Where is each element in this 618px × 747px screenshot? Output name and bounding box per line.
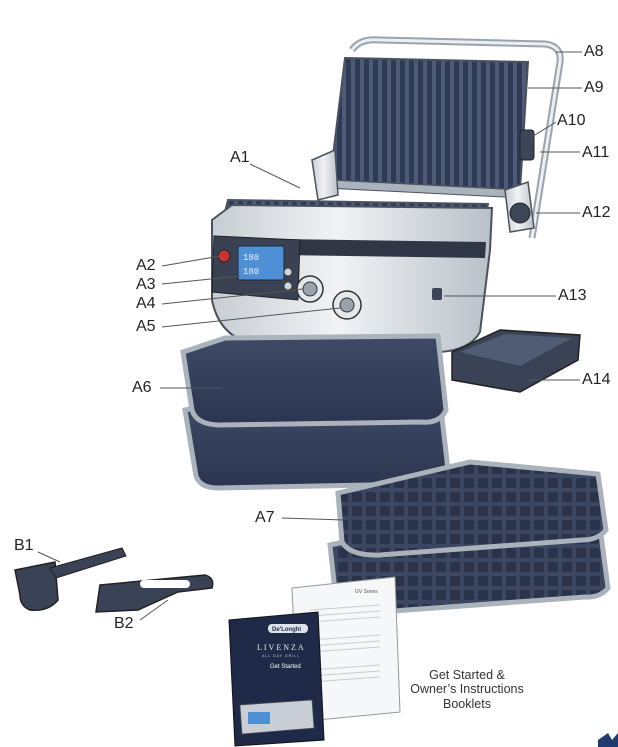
left-knob xyxy=(296,275,324,303)
cleaning-scoop xyxy=(14,547,127,612)
caption-line-1: Get Started & xyxy=(429,668,505,682)
booklet-subtitle: ALL DAY GRILL xyxy=(262,654,300,658)
label-a9: A9 xyxy=(584,79,604,96)
label-a11: A11 xyxy=(582,144,610,161)
label-a4: A4 xyxy=(136,295,156,312)
booklet-title: Get Started xyxy=(270,664,301,670)
booklets: GV Series De'Longhi LIVENZA ALL DAY GRIL… xyxy=(228,576,401,747)
label-a1: A1 xyxy=(230,149,250,166)
label-a7: A7 xyxy=(255,509,275,526)
corner-mark xyxy=(598,733,618,747)
grill-unit: 180 180 xyxy=(211,36,564,354)
label-a2: A2 xyxy=(136,257,156,274)
label-a8: A8 xyxy=(584,43,604,60)
height-lever xyxy=(519,129,535,161)
upper-plate xyxy=(328,56,530,192)
hinge-knob xyxy=(509,202,531,224)
booklets-caption: Get Started & Owner’s Instructions Bookl… xyxy=(392,668,542,711)
label-a14: A14 xyxy=(582,371,611,388)
booklet-product: LIVENZA xyxy=(257,643,306,652)
label-b2: B2 xyxy=(114,615,134,632)
booklet-brand: De'Longhi xyxy=(272,627,301,633)
caption-line-3: Booklets xyxy=(443,696,491,711)
label-a6: A6 xyxy=(132,379,152,396)
label-a10: A10 xyxy=(557,112,586,129)
drip-tray xyxy=(451,329,581,393)
flat-plates xyxy=(180,333,451,491)
right-knob xyxy=(332,290,362,320)
lcd-display xyxy=(237,245,285,281)
caption-line-2: Owner’s Instructions xyxy=(410,682,524,697)
label-a12: A12 xyxy=(582,204,611,221)
scraper-tool xyxy=(95,574,214,613)
drip-slot xyxy=(432,288,442,300)
brand-badge xyxy=(268,624,308,633)
booklet-series: GV Series xyxy=(355,589,378,595)
label-a3: A3 xyxy=(136,276,156,293)
display-temp-2: 180 xyxy=(243,267,259,277)
label-a5: A5 xyxy=(136,318,156,335)
label-b1: B1 xyxy=(14,537,34,554)
leader-lines xyxy=(37,51,582,621)
label-a13: A13 xyxy=(558,287,587,304)
display-temp-1: 180 xyxy=(243,253,259,263)
